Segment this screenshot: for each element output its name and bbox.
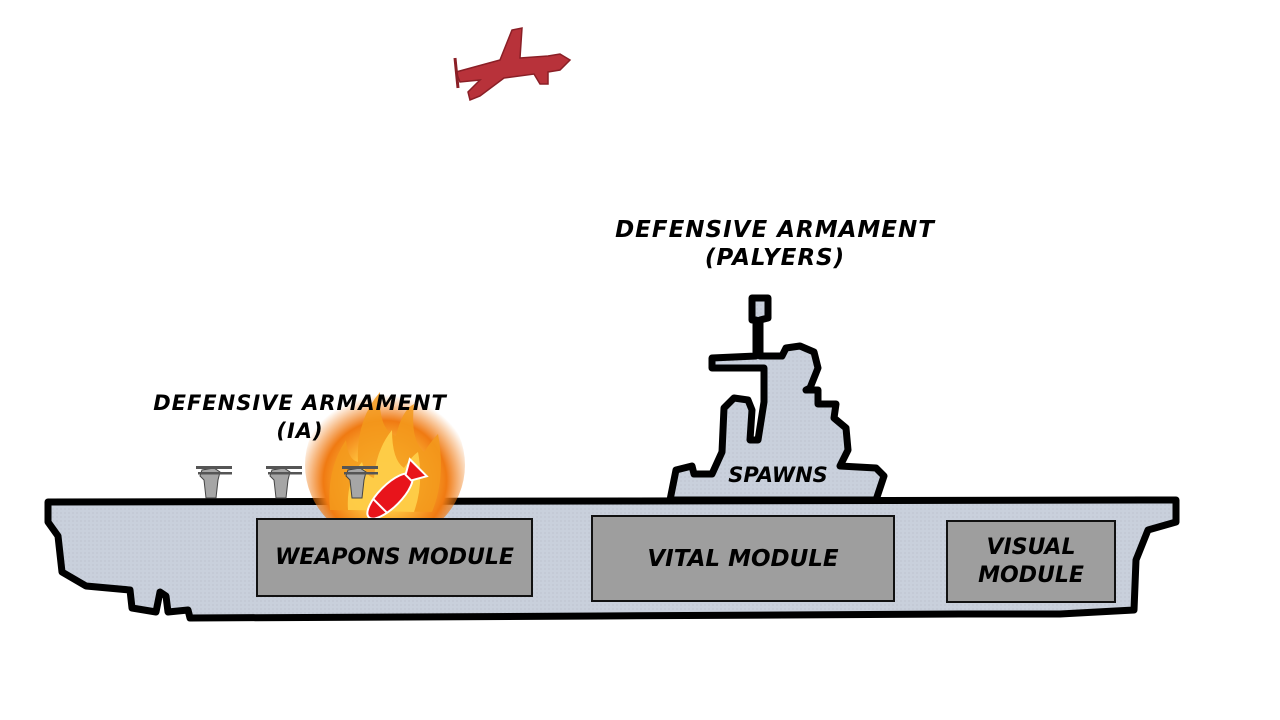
defensive-armament-players-line2: (PALYERS) <box>704 245 846 271</box>
weapons-module-label: WEAPONS MODULE <box>275 544 514 570</box>
weapons-module: WEAPONS MODULE <box>256 518 533 597</box>
visual-module-label: VISUAL MODULE <box>978 534 1084 588</box>
defensive-armament-ia-label: DEFENSIVE ARMAMENT (IA) <box>150 389 450 445</box>
defensive-armament-ia-line1: DEFENSIVE ARMAMENT <box>153 391 447 415</box>
plane-icon <box>453 27 572 102</box>
bomb-icon <box>366 457 429 520</box>
defensive-armament-ia-line2: (IA) <box>276 419 324 443</box>
defensive-armament-players-label: DEFENSIVE ARMAMENT (PALYERS) <box>600 216 950 272</box>
turret-icon <box>266 466 302 499</box>
spawns-label: SPAWNS <box>728 463 828 487</box>
turret-icon <box>196 466 232 499</box>
ship-island <box>666 294 888 504</box>
vital-module-label: VITAL MODULE <box>647 545 839 572</box>
defensive-armament-players-line1: DEFENSIVE ARMAMENT <box>615 217 935 243</box>
turret-icon <box>342 466 378 499</box>
vital-module: VITAL MODULE <box>591 515 895 602</box>
visual-module: VISUAL MODULE <box>946 520 1116 603</box>
